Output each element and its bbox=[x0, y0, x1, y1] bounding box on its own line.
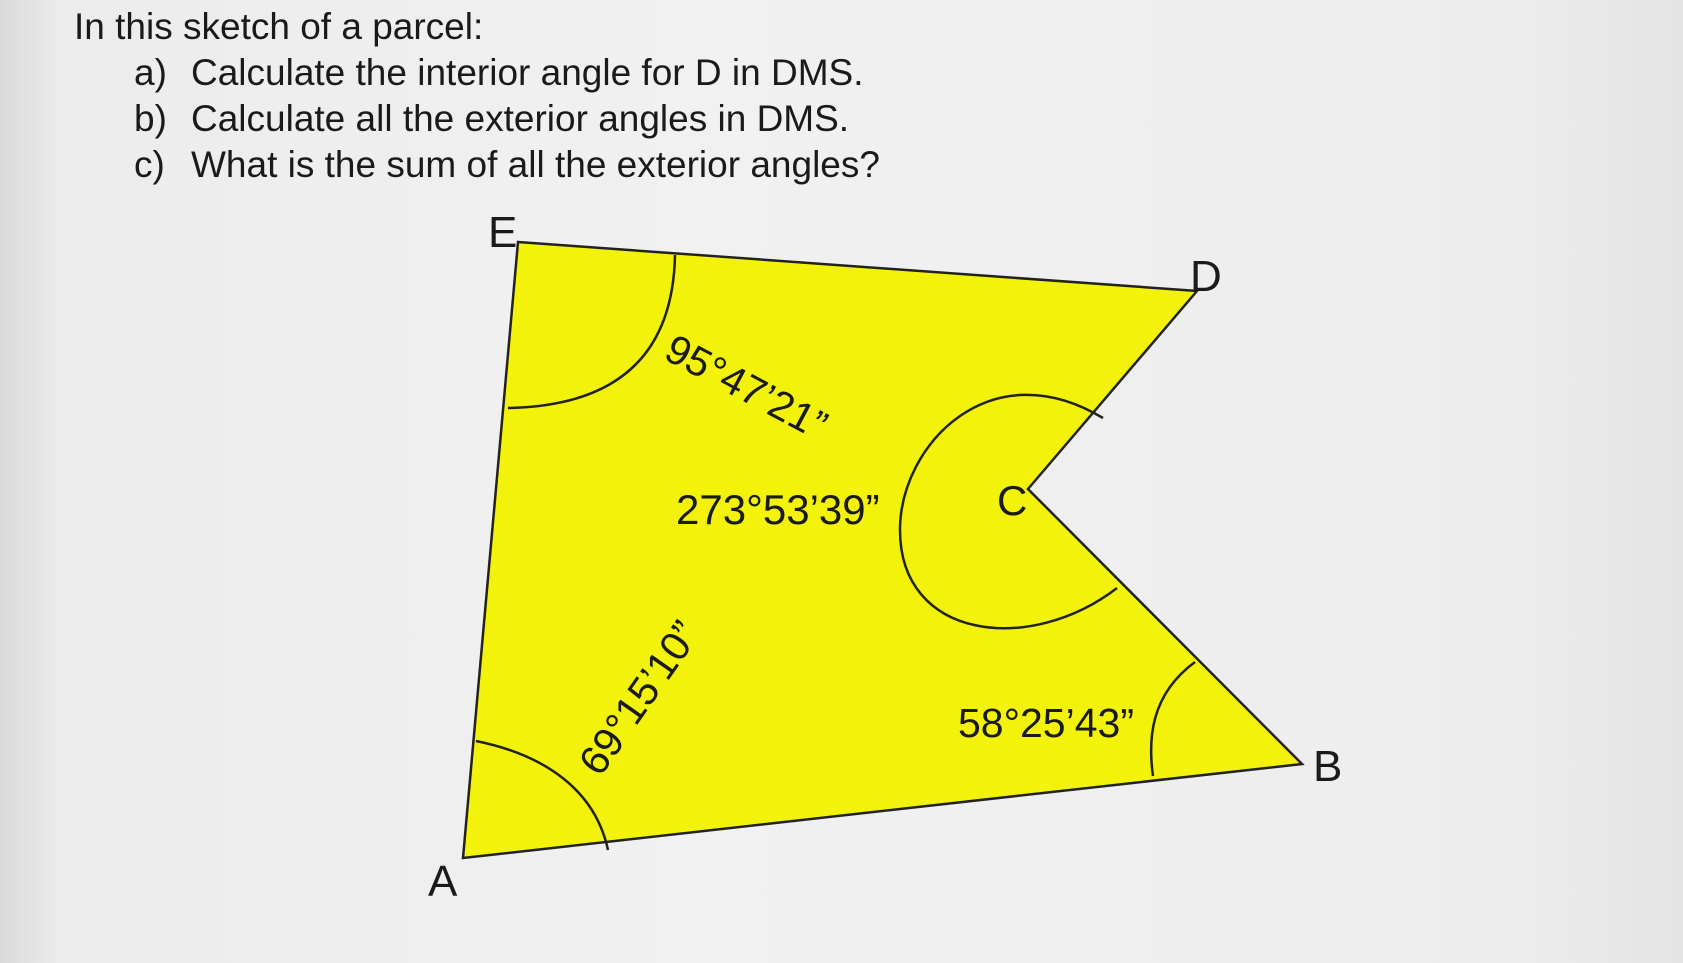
vertex-label-c: C bbox=[997, 477, 1027, 524]
angle-arc-c bbox=[898, 393, 1118, 630]
question-item-text: What is the sum of all the exterior angl… bbox=[191, 144, 880, 185]
vertex-label-a: A bbox=[428, 857, 458, 906]
question-item-marker: c) bbox=[134, 144, 165, 185]
question-item-marker: a) bbox=[134, 52, 167, 93]
question-item-marker: b) bbox=[134, 98, 167, 139]
question-item-b: b) Calculate all the exterior angles in D… bbox=[134, 96, 880, 142]
vertex-label-d: D bbox=[1190, 252, 1222, 301]
angle-arc-a bbox=[475, 739, 610, 851]
vertex-label-b: B bbox=[1313, 742, 1342, 791]
angle-arc-e bbox=[507, 254, 677, 410]
vertex-label-e: E bbox=[488, 208, 517, 257]
parcel-polygon bbox=[461, 240, 1305, 860]
question-item-text: Calculate all the exterior angles in DMS… bbox=[191, 98, 850, 139]
question-list: a) Calculate the interior angle for D in … bbox=[74, 50, 880, 188]
question-intro: In this sketch of a parcel: bbox=[74, 6, 484, 47]
question-item-a: a) Calculate the interior angle for D in … bbox=[134, 50, 880, 96]
question-item-c: c) What is the sum of all the exterior an… bbox=[134, 142, 880, 188]
question-text: In this sketch of a parcel: a) Calculate … bbox=[74, 4, 880, 188]
angle-label-b: 58°25’43” bbox=[958, 700, 1134, 746]
question-item-text: Calculate the interior angle for D in DM… bbox=[191, 52, 864, 93]
angle-label-c: 273°53’39” bbox=[676, 486, 880, 533]
angle-arc-b bbox=[1149, 660, 1196, 777]
